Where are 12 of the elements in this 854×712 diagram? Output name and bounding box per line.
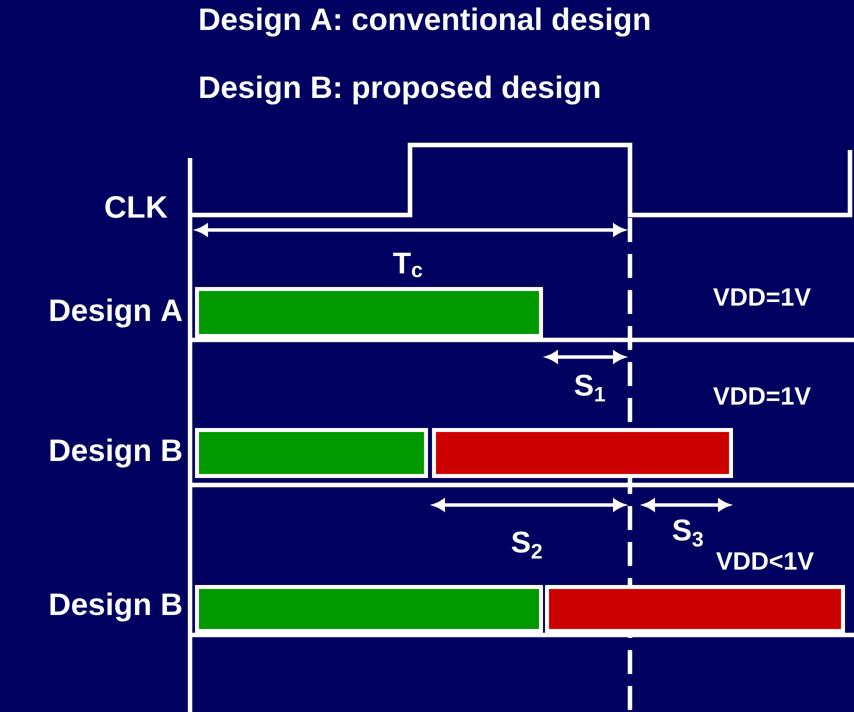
timing-bar — [432, 428, 733, 478]
dimension-label: S$_{1}$ — [574, 374, 605, 402]
heading: Design B: proposed design — [200, 75, 600, 105]
heading: Design A: conventional design — [200, 7, 650, 37]
timing-bar — [195, 585, 543, 633]
dimension-label: S$_{2}$ — [512, 531, 542, 559]
signal-label: CLK — [105, 196, 168, 218]
timing-bar — [195, 287, 543, 338]
voltage-label: VDD=1V — [713, 288, 811, 306]
timing-bar — [195, 428, 428, 478]
dimension-label: S$_{3}$ — [672, 519, 703, 547]
timing-bar — [545, 585, 845, 633]
